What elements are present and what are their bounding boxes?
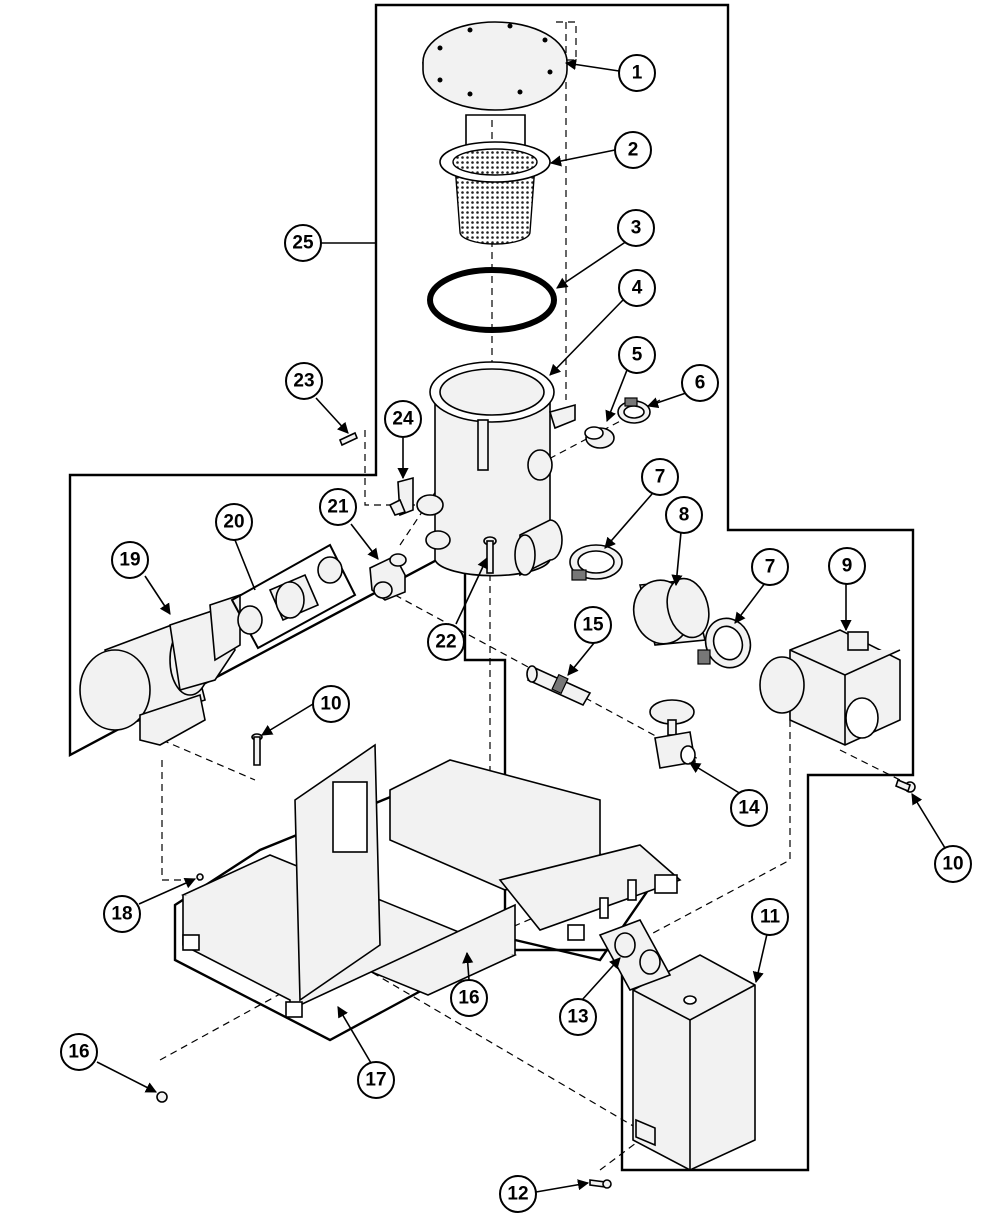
callout-label: 25 <box>292 233 314 254</box>
callout-4: 4 <box>618 269 656 307</box>
callout-24: 24 <box>384 400 422 438</box>
callout-label: 24 <box>392 409 414 430</box>
mounting-bracket <box>388 476 414 517</box>
screw-10a <box>251 733 263 766</box>
callout-8: 8 <box>665 496 703 534</box>
solenoid-valve <box>759 629 901 746</box>
pipe-nipple <box>526 665 592 707</box>
strainer-basket <box>439 114 551 245</box>
callout-13: 13 <box>559 998 597 1036</box>
callout-9: 9 <box>828 547 866 585</box>
washer-18 <box>196 873 204 881</box>
callout-6: 6 <box>681 364 719 402</box>
shutoff-valve <box>649 699 696 769</box>
leader-lines <box>96 58 946 1193</box>
callout-15: 15 <box>574 606 612 644</box>
callout-21: 21 <box>319 488 357 526</box>
callout-label: 2 <box>628 140 639 161</box>
callout-label: 7 <box>765 557 776 578</box>
callout-label: 14 <box>738 798 760 819</box>
callout-22: 22 <box>427 623 465 661</box>
cable-fittings <box>598 919 672 991</box>
callout-19: 19 <box>111 541 149 579</box>
callout-7b: 7 <box>751 548 789 586</box>
callout-label: 11 <box>760 907 781 928</box>
callout-label: 9 <box>842 556 853 577</box>
strainer-cover <box>422 21 568 111</box>
screw-12 <box>589 1179 612 1189</box>
callout-16b: 16 <box>60 1033 98 1071</box>
callout-label: 22 <box>435 632 456 653</box>
strainer-housing <box>416 361 576 577</box>
electrical-box <box>632 954 756 1171</box>
base-frame <box>180 743 682 1018</box>
hose-assembly <box>230 543 357 650</box>
callout-14: 14 <box>730 789 768 827</box>
callout-17: 17 <box>357 1061 395 1099</box>
callout-11: 11 <box>751 898 789 936</box>
callout-label: 4 <box>632 278 643 299</box>
callout-label: 10 <box>320 694 341 715</box>
callout-16a: 16 <box>450 979 488 1017</box>
callout-10b: 10 <box>934 845 972 883</box>
callout-20: 20 <box>215 503 253 541</box>
callout-label: 5 <box>632 345 643 366</box>
hose-clamp-a <box>569 544 623 581</box>
callout-label: 18 <box>111 904 132 925</box>
callout-5: 5 <box>618 336 656 374</box>
callout-label: 13 <box>567 1007 588 1028</box>
callout-label: 12 <box>507 1184 528 1205</box>
callout-label: 7 <box>655 467 666 488</box>
callout-label: 3 <box>631 218 642 239</box>
hose-clamp-small <box>617 397 651 424</box>
callout-label: 8 <box>679 505 690 526</box>
screw-10b <box>895 778 916 793</box>
callout-label: 20 <box>223 512 244 533</box>
callout-label: 15 <box>582 615 604 636</box>
callout-1: 1 <box>618 54 656 92</box>
callout-7a: 7 <box>641 458 679 496</box>
callout-label: 19 <box>119 550 140 571</box>
callout-label: 16 <box>458 988 479 1009</box>
callout-label: 16 <box>68 1042 89 1063</box>
callout-label: 6 <box>695 373 706 394</box>
callout-label: 10 <box>942 854 963 875</box>
gasket-ring <box>427 267 557 333</box>
bolt-22 <box>483 536 497 574</box>
hose-clamp-b <box>697 617 752 669</box>
nut-16b <box>156 1091 168 1103</box>
pump-motor <box>79 593 241 746</box>
screw-23 <box>338 431 359 447</box>
callout-25: 25 <box>284 224 322 262</box>
callout-2: 2 <box>614 131 652 169</box>
pipe-coupling <box>584 426 615 449</box>
callout-label: 21 <box>327 497 349 518</box>
callout-label: 1 <box>632 63 643 84</box>
callout-12: 12 <box>499 1175 537 1213</box>
callout-10a: 10 <box>312 685 350 723</box>
callout-18: 18 <box>103 895 141 933</box>
callout-23: 23 <box>285 362 323 400</box>
elbow-fitting <box>369 553 407 601</box>
hose-sleeve <box>632 577 710 646</box>
callout-3: 3 <box>617 209 655 247</box>
callout-label: 23 <box>293 371 314 392</box>
callout-label: 17 <box>365 1070 386 1091</box>
